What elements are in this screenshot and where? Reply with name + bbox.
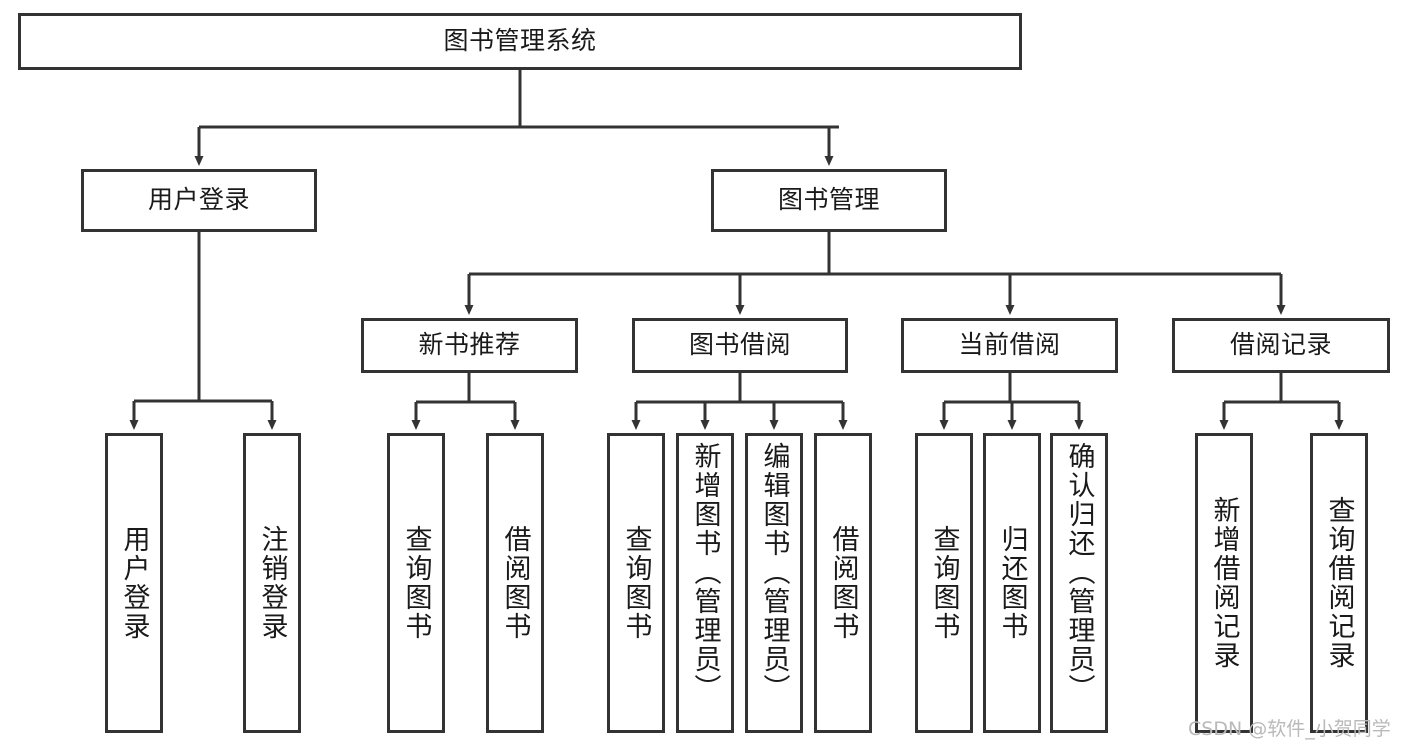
leaf-confirm-return[interactable]: 确认归还（管理员）: [1050, 433, 1108, 733]
leaf-borrow-book-label: 借阅图书: [827, 525, 859, 641]
node-book-borrow[interactable]: 图书借阅: [632, 318, 848, 373]
node-book-manage-label: 图书管理: [777, 185, 880, 215]
leaf-query-borrow-record-label: 查询借阅记录: [1323, 496, 1355, 670]
leaf-user-login[interactable]: 用户登录: [105, 433, 163, 733]
leaf-borrow-book-recommend[interactable]: 借阅图书: [486, 433, 544, 733]
node-current-borrow[interactable]: 当前借阅: [901, 318, 1118, 373]
leaf-user-login-label: 用户登录: [118, 525, 150, 641]
node-new-book-recommend[interactable]: 新书推荐: [361, 318, 578, 373]
node-current-borrow-label: 当前借阅: [958, 330, 1061, 360]
leaf-add-book-label: 新增图书（管理员）: [689, 442, 721, 703]
leaf-add-book[interactable]: 新增图书（管理员）: [676, 433, 734, 733]
node-borrow-record[interactable]: 借阅记录: [1172, 318, 1390, 373]
node-user-login-label: 用户登录: [147, 185, 250, 215]
leaf-return-book-label: 归还图书: [996, 525, 1028, 641]
node-borrow-record-label: 借阅记录: [1229, 330, 1332, 360]
node-new-book-recommend-label: 新书推荐: [418, 330, 521, 360]
leaf-query-borrow-record[interactable]: 查询借阅记录: [1310, 433, 1368, 733]
node-root-label: 图书管理系统: [443, 26, 597, 56]
leaf-confirm-return-label: 确认归还（管理员）: [1063, 442, 1095, 703]
node-book-borrow-label: 图书借阅: [688, 330, 791, 360]
watermark: CSDN @软件_小贺同学: [1188, 718, 1391, 740]
leaf-query-book-current-label: 查询图书: [928, 525, 960, 641]
leaf-add-borrow-record-label: 新增借阅记录: [1208, 496, 1240, 670]
leaf-add-borrow-record[interactable]: 新增借阅记录: [1195, 433, 1253, 733]
leaf-borrow-book[interactable]: 借阅图书: [814, 433, 872, 733]
node-book-manage[interactable]: 图书管理: [711, 169, 947, 232]
node-user-login[interactable]: 用户登录: [81, 169, 317, 232]
leaf-query-book-recommend-label: 查询图书: [400, 525, 432, 641]
leaf-edit-book[interactable]: 编辑图书（管理员）: [745, 433, 803, 733]
leaf-edit-book-label: 编辑图书（管理员）: [758, 442, 790, 703]
leaf-query-book-recommend[interactable]: 查询图书: [387, 433, 445, 733]
leaf-query-book-borrow[interactable]: 查询图书: [607, 433, 665, 733]
leaf-query-book-borrow-label: 查询图书: [620, 525, 652, 641]
leaf-logout-label: 注销登录: [256, 525, 288, 641]
leaf-borrow-book-recommend-label: 借阅图书: [499, 525, 531, 641]
leaf-query-book-current[interactable]: 查询图书: [915, 433, 973, 733]
leaf-return-book[interactable]: 归还图书: [983, 433, 1041, 733]
leaf-logout[interactable]: 注销登录: [243, 433, 301, 733]
node-root[interactable]: 图书管理系统: [18, 13, 1022, 70]
